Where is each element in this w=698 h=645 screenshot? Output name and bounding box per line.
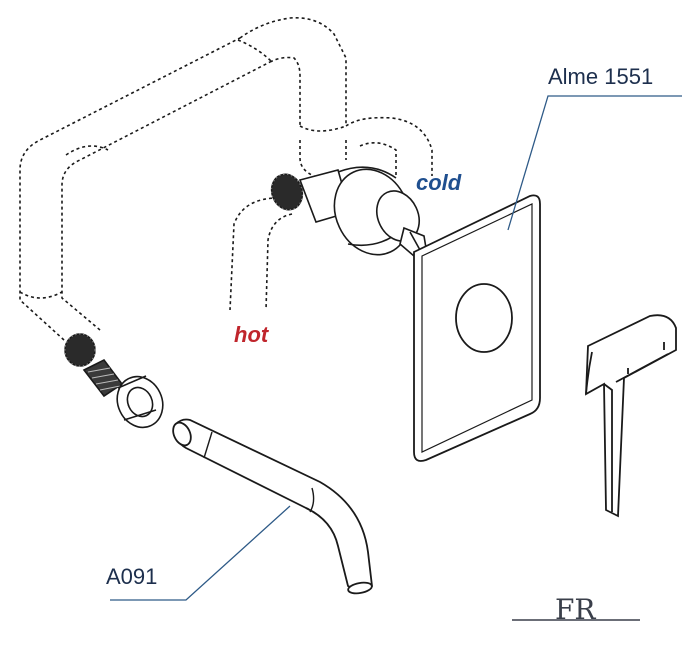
cover-plate bbox=[413, 194, 541, 462]
label-hot: hot bbox=[234, 322, 269, 347]
spout bbox=[172, 418, 373, 595]
label-spout-part: A091 bbox=[106, 564, 158, 589]
leader-body bbox=[507, 95, 682, 231]
leader-spout bbox=[110, 505, 291, 601]
lever-handle bbox=[585, 314, 677, 518]
concealed-pipe-hot bbox=[229, 197, 293, 311]
inlet-thread-hot bbox=[270, 173, 304, 211]
concealed-pipe-cold bbox=[345, 116, 433, 176]
leader-lines bbox=[110, 95, 682, 601]
concealed-pipe-left bbox=[19, 17, 347, 341]
logo-text: FR bbox=[555, 593, 596, 626]
label-cold: cold bbox=[416, 170, 462, 195]
spout-adapter bbox=[82, 358, 164, 429]
outlet-thread-left bbox=[64, 333, 96, 367]
valve-cartridge bbox=[298, 166, 427, 258]
brand-logo: FR bbox=[512, 593, 640, 626]
label-body-part: Alme 1551 bbox=[548, 64, 654, 89]
